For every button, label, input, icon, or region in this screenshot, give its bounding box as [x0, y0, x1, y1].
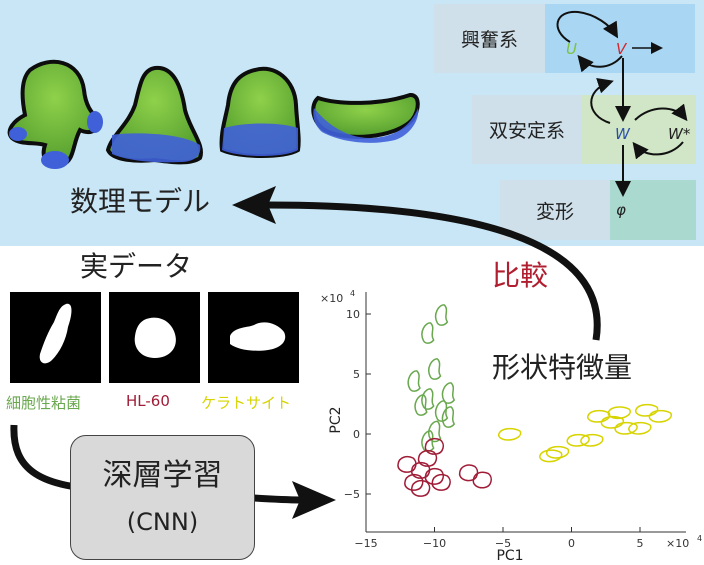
scatter-point-keratocyte: [497, 427, 522, 441]
scatter-point-keratocyte: [566, 433, 590, 447]
x-tick-label: −5: [495, 537, 511, 550]
scatter-point-dictyostelium: [428, 420, 442, 443]
scatter-point-dictyostelium: [434, 304, 449, 326]
node-w: W: [615, 125, 631, 143]
category-dictyostelium: 細胞性粘菌: [6, 394, 82, 412]
scatter-point-dictyostelium: [428, 358, 442, 380]
scatter-point-keratocyte: [580, 433, 604, 447]
scatter-point-dictyostelium: [421, 322, 435, 344]
scatter-point-keratocyte: [628, 421, 652, 435]
y-tick-label: 5: [353, 368, 360, 381]
scatter-point-keratocyte: [587, 409, 611, 423]
scatter-point-dictyostelium: [414, 394, 428, 416]
cnn-box: 深層学習 (CNN): [70, 435, 255, 560]
scatter-point-hl60: [431, 473, 451, 491]
scatter-point-keratocyte: [648, 409, 673, 423]
bistable-system-label-box: 双安定系: [472, 95, 582, 164]
bistable-system-label: 双安定系: [488, 120, 565, 142]
w-self-arrow: [590, 78, 614, 124]
scatter-point-keratocyte: [607, 406, 631, 420]
scatter-point-hl60: [397, 455, 417, 473]
excitable-system-label: 興奮系: [460, 29, 518, 51]
thumbnail-keratocyte: [208, 292, 299, 383]
category-keratocyte: ケラトサイト: [201, 394, 292, 412]
x-tick-label: −15: [354, 537, 377, 550]
y-tick-label: 10: [346, 308, 360, 321]
scatter-point-hl60: [458, 464, 479, 482]
x-tick-label: 5: [637, 537, 644, 550]
scatter-point-keratocyte: [539, 449, 563, 463]
scatter-point-hl60: [424, 437, 445, 455]
scatter-point-hl60: [410, 461, 431, 479]
deformation-label-box: 変形: [500, 180, 610, 240]
node-w-star: W*: [668, 125, 691, 143]
scatter-point-dictyostelium: [407, 370, 421, 392]
excitable-system-box: [545, 4, 695, 73]
deformation-label: 変形: [535, 200, 574, 223]
x-tick-label: −10: [423, 537, 446, 550]
excitable-system-label-box: 興奮系: [434, 4, 545, 73]
w-to-wstar-arrow: [634, 103, 688, 122]
cnn-subtitle: (CNN): [126, 508, 199, 536]
y-multiplier: ×10: [320, 292, 343, 305]
model-cell-2: [105, 65, 203, 165]
y-tick-label: −5: [344, 488, 360, 501]
x-tick-label: 0: [568, 537, 575, 550]
compare-label: 比較: [492, 259, 549, 292]
scatter-point-dictyostelium: [434, 400, 449, 422]
node-phi: φ: [616, 201, 626, 219]
model-title: 数理モデル: [70, 185, 211, 218]
y-tick-label: 0: [353, 428, 360, 441]
node-v: V: [616, 40, 628, 58]
feature-label: 形状特徴量: [492, 351, 633, 384]
scatter-point-dictyostelium: [421, 388, 435, 410]
scatter-point-hl60: [404, 473, 424, 491]
x-multiplier: ×10: [666, 537, 689, 550]
thumbnail-hl60: [109, 292, 200, 383]
thumbnail-dictyostelium: [10, 292, 101, 383]
x-exponent: 4: [697, 534, 702, 543]
scatter-point-hl60: [417, 449, 438, 467]
scatter-point-hl60: [424, 467, 445, 485]
node-u: U: [566, 40, 577, 58]
y-axis-label: PC2: [328, 406, 344, 433]
model-diagram-arrows: U V W W* φ: [556, 10, 691, 219]
uv-cycle-arrow: [556, 10, 619, 43]
model-cell-shapes: [7, 59, 420, 169]
scatter-point-keratocyte: [545, 445, 570, 459]
model-cell-4: [311, 93, 420, 143]
model-cell-1: [7, 59, 103, 169]
scatter-point-hl60: [472, 471, 492, 489]
x-axis-label: PC1: [496, 548, 523, 564]
scatter-point-keratocyte: [634, 403, 659, 417]
model-cell-3: [219, 66, 301, 158]
scatter-point-keratocyte: [614, 421, 638, 435]
real-data-title: 実データ: [80, 250, 193, 283]
wstar-to-w-arrow: [632, 141, 684, 160]
cnn-title: 深層学習: [102, 458, 223, 493]
scatter-point-dictyostelium: [441, 382, 456, 404]
scatter-point-dictyostelium: [441, 406, 456, 428]
category-hl60: HL-60: [126, 392, 170, 410]
vu-arrow: [577, 54, 623, 73]
y-exponent: 4: [350, 289, 355, 298]
scatter-point-hl60: [410, 479, 431, 497]
